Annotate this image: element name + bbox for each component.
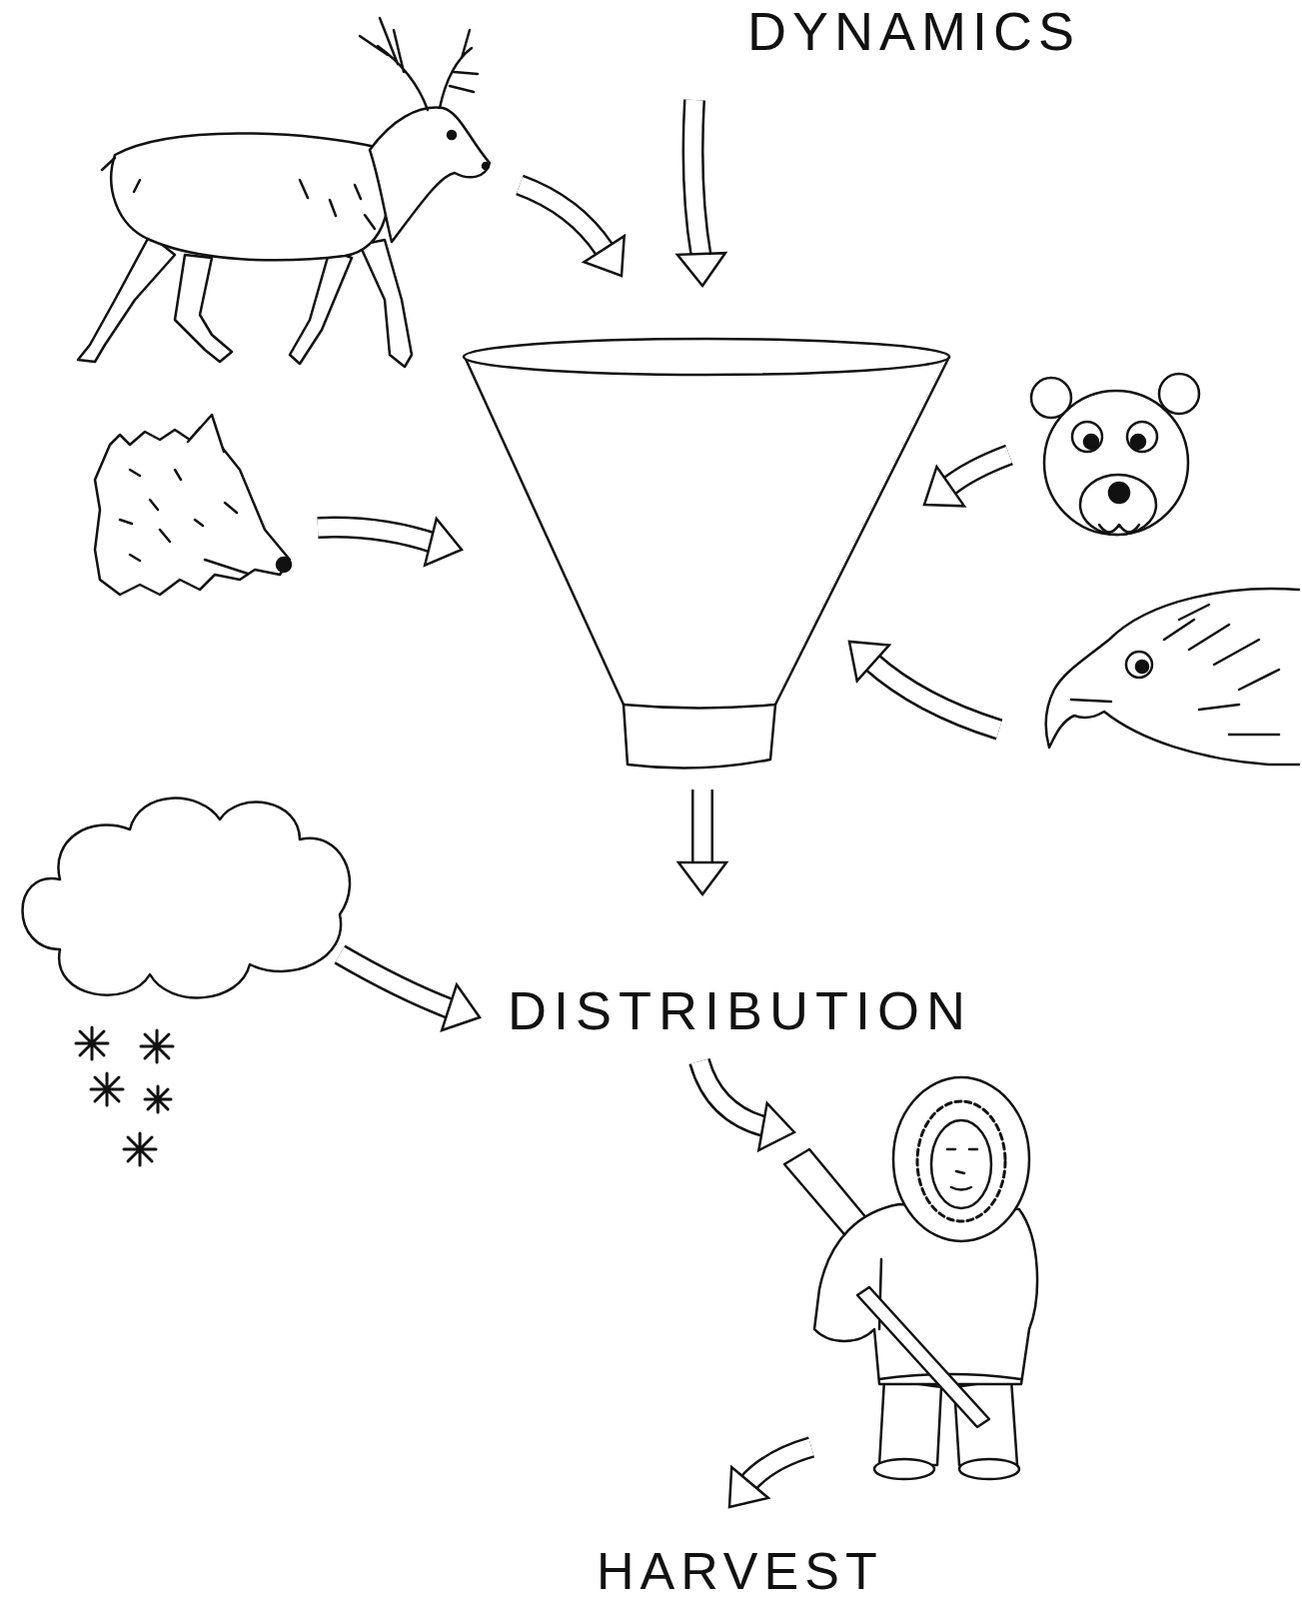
wolf-head bbox=[94, 414, 291, 595]
arrows bbox=[317, 99, 1010, 1522]
eagle-head bbox=[1046, 588, 1300, 765]
snow-cloud bbox=[22, 798, 351, 1166]
outcome-label: HARVEST bbox=[596, 1544, 884, 1597]
caribou bbox=[77, 17, 490, 367]
heading-label: DYNAMICS bbox=[747, 3, 1081, 58]
stage-label: DISTRIBUTION bbox=[507, 983, 973, 1038]
hunter bbox=[784, 1077, 1038, 1479]
funnel bbox=[463, 338, 950, 769]
bear-face bbox=[1031, 373, 1200, 535]
